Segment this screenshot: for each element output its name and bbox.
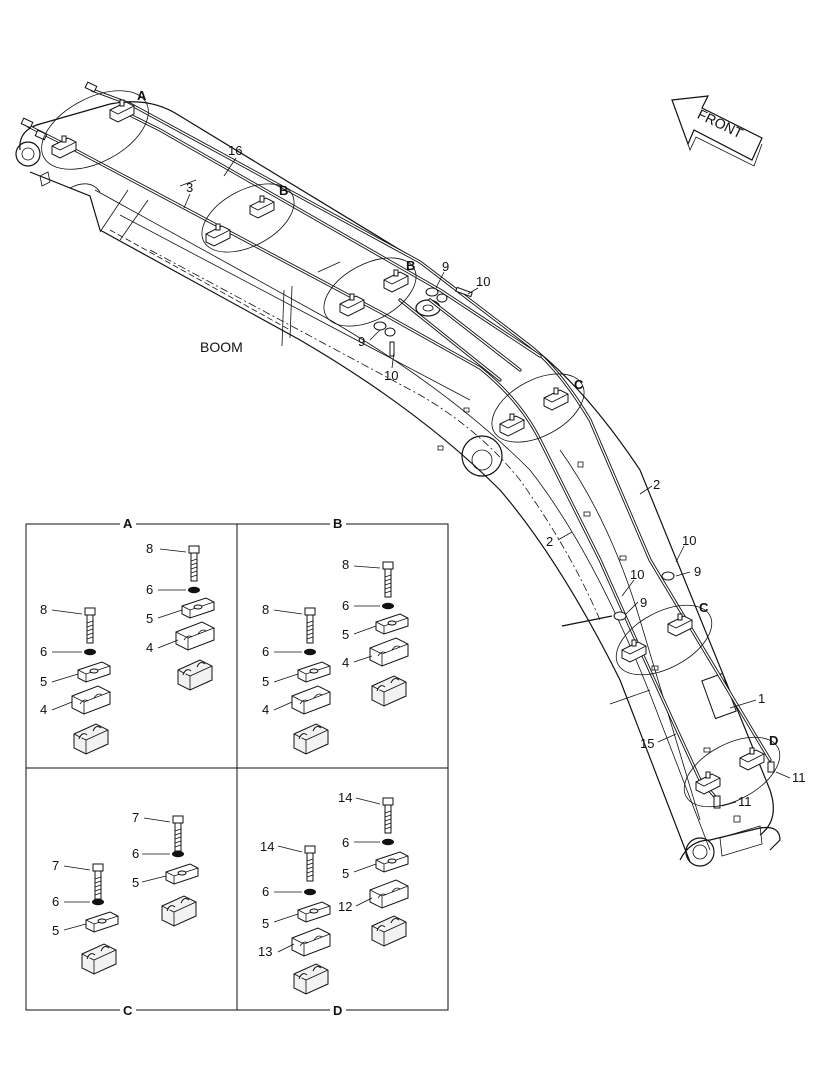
callout-detail-c-lower: C xyxy=(699,600,709,615)
callout-9b: 9 xyxy=(358,334,365,349)
panel-b-left-washer: 6 xyxy=(262,644,269,659)
detail-panels-grid: A B C D xyxy=(25,516,449,1018)
panel-a: 8 6 5 4 8 6 5 4 xyxy=(40,541,215,755)
panel-d-left-upper-clamp: 5 xyxy=(262,916,269,931)
panel-b-left-bolt: 8 xyxy=(262,602,269,617)
panel-d-right-lower-clamp: 12 xyxy=(338,899,352,914)
panel-a-title: A xyxy=(123,516,133,531)
callout-9a: 9 xyxy=(442,259,449,274)
callout-10c: 10 xyxy=(682,533,696,548)
panel-d: 14 6 5 12 14 6 5 13 xyxy=(258,790,409,995)
boom-pipes xyxy=(20,81,772,802)
main-leader-lines xyxy=(183,157,791,807)
front-direction-arrow: FRONT xyxy=(671,95,763,167)
callout-10b: 10 xyxy=(384,368,398,383)
main-callouts: A B B C C D 16 3 9 10 9 10 2 2 10 9 10 9… xyxy=(137,88,806,809)
panel-a-left-washer: 6 xyxy=(40,644,47,659)
panel-b-left-upper-clamp: 5 xyxy=(262,674,269,689)
boom-clamps xyxy=(51,99,775,809)
panel-b-right-washer: 6 xyxy=(342,598,349,613)
callout-10a: 10 xyxy=(476,274,490,289)
panel-d-title: D xyxy=(333,1003,342,1018)
panel-a-right-lower-clamp: 4 xyxy=(146,640,153,655)
panel-d-right-upper-clamp: 5 xyxy=(342,866,349,881)
callout-detail-b-upper: B xyxy=(279,183,288,198)
callout-15: 15 xyxy=(640,736,654,751)
panel-a-left-bolt: 8 xyxy=(40,602,47,617)
callout-1: 1 xyxy=(758,691,765,706)
panel-d-left-bolt: 14 xyxy=(260,839,274,854)
callout-detail-a: A xyxy=(137,88,147,103)
panel-d-right-bolt: 14 xyxy=(338,790,352,805)
callout-detail-c-upper: C xyxy=(574,377,584,392)
callout-detail-b-lower: B xyxy=(406,258,415,273)
boom-structure xyxy=(15,101,781,867)
panel-b-title: B xyxy=(333,516,342,531)
panel-c-left-washer: 6 xyxy=(52,894,59,909)
panel-a-right-washer: 6 xyxy=(146,582,153,597)
panel-a-left-upper-clamp: 5 xyxy=(40,674,47,689)
panel-c-right-bolt: 7 xyxy=(132,810,139,825)
panel-a-right-bolt: 8 xyxy=(146,541,153,556)
boom-label: BOOM xyxy=(200,339,243,355)
callout-2b: 2 xyxy=(546,534,553,549)
panel-c-left-upper-clamp: 5 xyxy=(52,923,59,938)
panel-b: 8 6 5 4 8 6 5 4 xyxy=(262,557,409,755)
panel-b-right-upper-clamp: 5 xyxy=(342,627,349,642)
panel-a-right-upper-clamp: 5 xyxy=(146,611,153,626)
callout-2a: 2 xyxy=(653,477,660,492)
panel-d-right-washer: 6 xyxy=(342,835,349,850)
panel-c-right-washer: 6 xyxy=(132,846,139,861)
callout-11a: 11 xyxy=(792,770,806,785)
callout-9d: 9 xyxy=(640,595,647,610)
panel-c-left-bolt: 7 xyxy=(52,858,59,873)
panel-c-title: C xyxy=(123,1003,133,1018)
callout-9c: 9 xyxy=(694,564,701,579)
panel-c-right-upper-clamp: 5 xyxy=(132,875,139,890)
front-label: FRONT xyxy=(695,106,746,142)
panel-d-left-washer: 6 xyxy=(262,884,269,899)
callout-detail-d: D xyxy=(769,733,778,748)
callout-10d: 10 xyxy=(630,567,644,582)
panel-b-left-lower-clamp: 4 xyxy=(262,702,269,717)
callout-11b: 11 xyxy=(738,794,752,809)
panel-d-left-lower-clamp: 13 xyxy=(258,944,272,959)
panel-b-right-bolt: 8 xyxy=(342,557,349,572)
panel-b-right-lower-clamp: 4 xyxy=(342,655,349,670)
callout-16: 16 xyxy=(228,143,242,158)
detail-circles xyxy=(41,90,781,808)
callout-3: 3 xyxy=(186,180,193,195)
panel-a-left-lower-clamp: 4 xyxy=(40,702,47,717)
panel-c: 7 6 5 7 6 5 xyxy=(52,810,199,975)
